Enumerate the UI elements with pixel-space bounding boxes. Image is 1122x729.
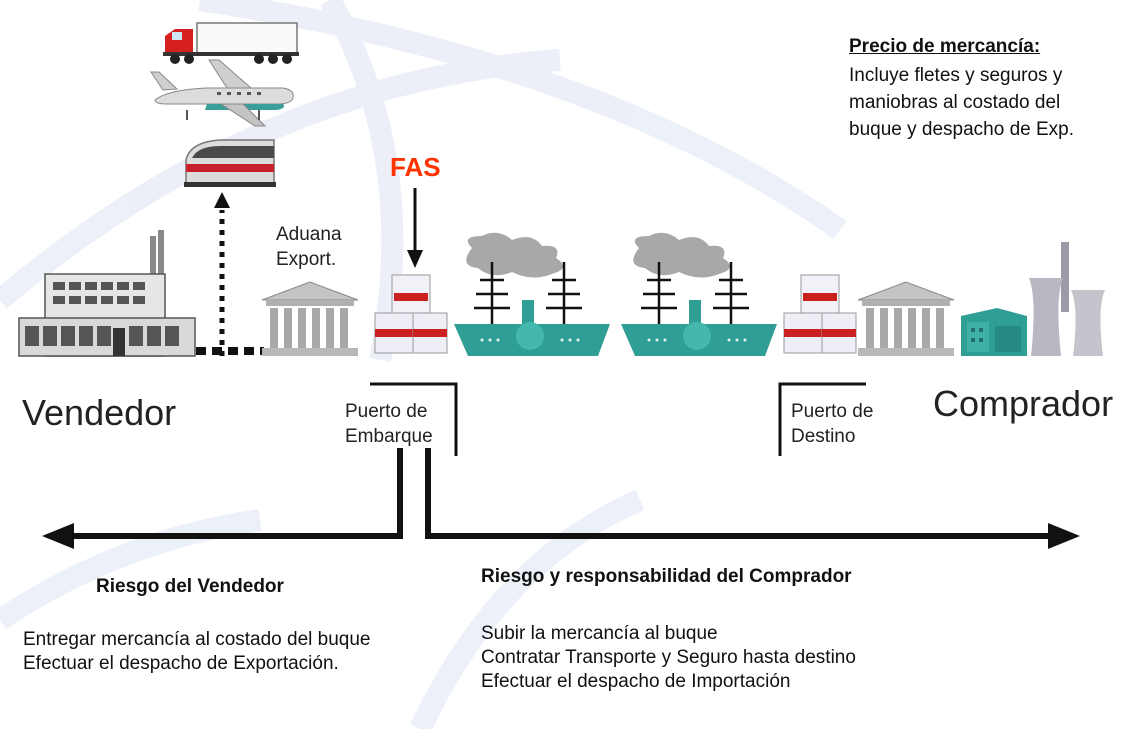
port-destination-label: Puerto de: [791, 401, 874, 422]
cargo-ship-icon: [621, 232, 777, 356]
buyer-risk-title: Riesgo y responsabilidad del Comprador: [481, 566, 852, 587]
price-note-title: Precio de mercancía:: [849, 36, 1041, 57]
cargo-crates-icon: [374, 274, 448, 354]
port-origin-marker: [370, 382, 458, 456]
customs-export-label: Aduana: [276, 224, 342, 245]
airplane-icon: [150, 59, 294, 127]
customs-building-icon: [261, 281, 359, 356]
fas-arrow: [407, 188, 423, 268]
seller-risk-line: Entregar mercancía al costado del buque: [23, 629, 371, 650]
price-note-line: maniobras al costado del: [849, 92, 1061, 113]
fas-label: FAS: [390, 152, 441, 182]
buyer-risk-line: Contratar Transporte y Seguro hasta dest…: [481, 647, 856, 668]
power-plant-icon: [961, 242, 1105, 356]
transport-dotted-arrow: [196, 192, 264, 356]
buyer-risk-line: Efectuar el despacho de Importación: [481, 671, 791, 692]
port-destination-marker: [778, 382, 866, 456]
buyer-risk-line: Subir la mercancía al buque: [481, 623, 718, 644]
cargo-crates-icon: [783, 274, 857, 354]
risk-arrows: [42, 448, 1080, 549]
buyer-label: Comprador: [933, 383, 1114, 424]
factory-icon: [18, 230, 196, 357]
seller-label: Vendedor: [22, 392, 177, 433]
truck-icon: [163, 22, 299, 64]
cargo-ship-icon: [454, 232, 610, 356]
customs-export-label: Export.: [276, 249, 337, 270]
seller-risk-title: Riesgo del Vendedor: [96, 576, 284, 597]
price-note-line: Incluye fletes y seguros y: [849, 65, 1063, 86]
port-origin-label: Embarque: [345, 426, 433, 447]
train-icon: [184, 139, 276, 187]
price-note-line: buque y despacho de Exp.: [849, 119, 1075, 140]
customs-building-icon: [857, 281, 955, 356]
port-origin-label: Puerto de: [345, 401, 428, 422]
seller-risk-line: Efectuar el despacho de Exportación.: [23, 653, 339, 674]
port-destination-label: Destino: [791, 426, 856, 447]
